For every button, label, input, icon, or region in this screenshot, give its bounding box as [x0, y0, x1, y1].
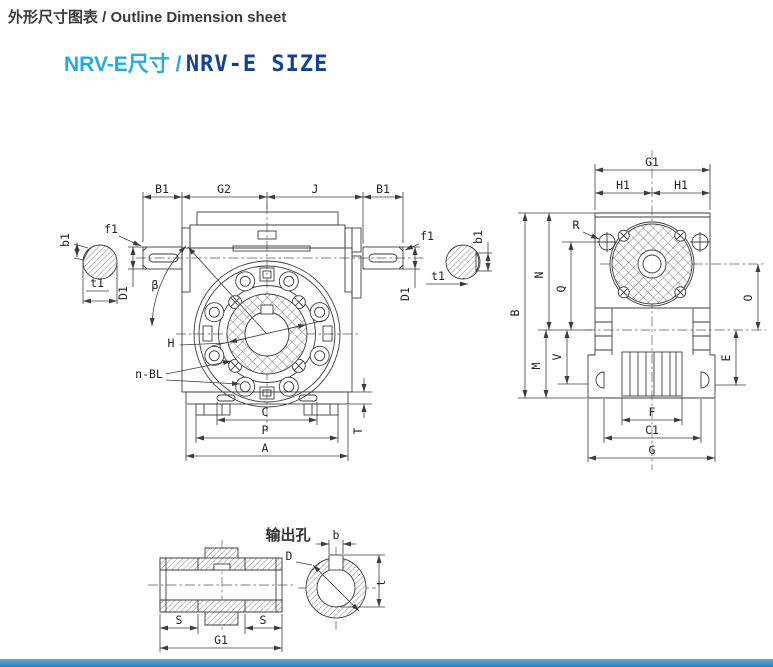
shaft-section-right: b1 t1 — [426, 230, 492, 287]
footer-accent-bar — [0, 659, 773, 667]
dim-label-r: R — [573, 218, 580, 232]
dim-label-b-bore: b — [333, 528, 340, 542]
dim-label-c: C — [262, 405, 269, 419]
dim-label-t1-right: t1 — [431, 269, 445, 283]
section-heading: NRV-E尺寸 / NRV-E SIZE — [64, 48, 328, 78]
page-title: 外形尺寸图表 / Outline Dimension sheet — [8, 9, 287, 26]
dim-label-t-bore: t — [374, 580, 388, 587]
bore-keyway-detail — [328, 554, 344, 571]
dim-label-b: B — [508, 309, 522, 316]
dim-label-m: M — [529, 362, 543, 369]
bore-keyway — [260, 304, 274, 315]
dim-label-b1-left: B1 — [155, 182, 169, 196]
subtitle-en: NRV-E SIZE — [185, 52, 329, 77]
dim-label-f1-right: f1 — [420, 229, 434, 243]
dim-label-d1-right: D1 — [398, 287, 412, 301]
dim-label-h1-left: H1 — [616, 178, 630, 192]
dim-label-d1-left: D1 — [116, 286, 130, 300]
side-view-drawing: R G1 H1 H1 B N M Q — [508, 150, 766, 470]
dim-label-n-bl: n-BL — [135, 367, 163, 381]
dim-label-g2: G2 — [217, 182, 231, 196]
dim-label-h: H — [168, 336, 175, 350]
dim-label-g1-section: G1 — [214, 633, 228, 647]
dim-label-g: G — [649, 443, 656, 457]
shaft-section-left: b1 t1 — [58, 233, 118, 304]
dim-label-f: F — [649, 405, 656, 419]
output-bore-title: 输出孔 — [265, 526, 310, 544]
output-bore-drawing: 输出孔 D b t — [265, 526, 388, 630]
dim-label-j: J — [312, 182, 319, 196]
dim-label-t1-left: t1 — [90, 276, 104, 290]
dim-label-s-left: S — [176, 613, 183, 627]
dim-label-q: Q — [554, 285, 568, 292]
dim-label-t: T — [351, 427, 365, 434]
hollow-shaft-section-drawing: S S G1 — [148, 540, 294, 652]
dim-label-c1: C1 — [645, 423, 659, 437]
input-shaft-right — [362, 246, 404, 270]
dim-label-b1-left-section: b1 — [58, 233, 72, 247]
dim-label-s-right: S — [260, 613, 267, 627]
dim-label-d-bore: D — [286, 549, 293, 563]
front-view-drawing: B1 G2 J B1 f1 f1 D1 D1 b1 t1 — [58, 182, 492, 461]
dim-label-o: O — [741, 294, 755, 301]
dim-label-v: V — [550, 353, 564, 360]
dim-label-e: E — [719, 354, 733, 361]
dim-label-p: P — [262, 423, 269, 437]
dim-label-b1-right: B1 — [376, 182, 390, 196]
dim-label-b1-right-section: b1 — [471, 230, 485, 244]
fan-cover-lugs — [617, 229, 687, 299]
dim-label-n: N — [532, 271, 546, 278]
subtitle-cn: NRV-E尺寸 / — [64, 53, 182, 76]
dim-label-beta: β — [152, 278, 159, 292]
flange-bolt-holes — [204, 271, 330, 397]
section-keyway — [213, 563, 231, 571]
dim-label-h1-right: H1 — [674, 178, 688, 192]
dim-label-f1-left: f1 — [104, 222, 118, 236]
dim-label-g1-side: G1 — [645, 155, 659, 169]
dim-label-a: A — [262, 441, 269, 455]
